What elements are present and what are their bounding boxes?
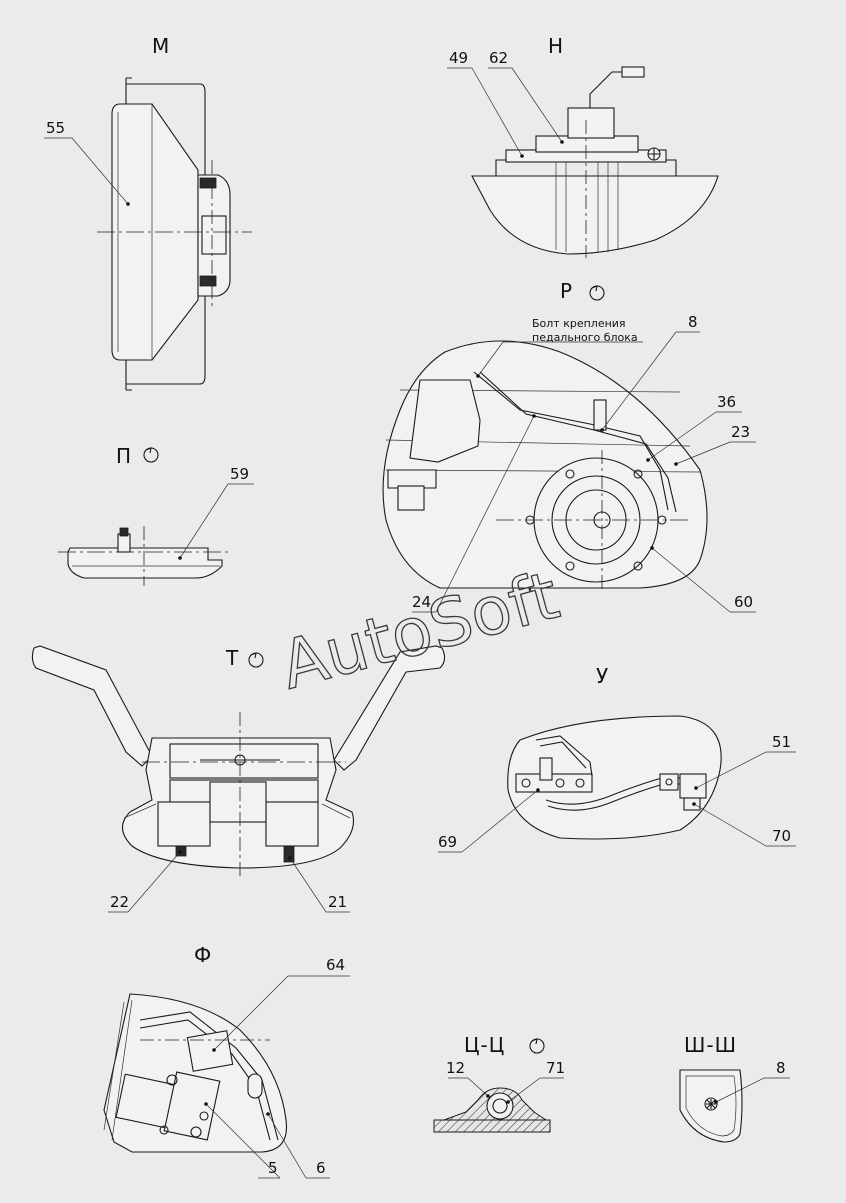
rotated-view-icon — [248, 652, 264, 668]
view-p-group: П 59 — [58, 444, 254, 586]
watermark-logo: AutoSoft — [273, 557, 567, 705]
callout-60: 60 — [734, 593, 753, 611]
view-m-group: М 55 — [44, 34, 252, 391]
callout-69: 69 — [438, 833, 457, 851]
callout-24: 24 — [412, 593, 431, 611]
view-label-f: Ф — [194, 943, 212, 967]
view-label-t: Т — [225, 646, 239, 670]
callout-55: 55 — [46, 119, 65, 137]
view-label-n: Н — [548, 34, 564, 58]
callout-12: 12 — [446, 1059, 465, 1077]
callout-64: 64 — [326, 956, 345, 974]
view-label-p: П — [116, 444, 132, 468]
note-bolt-line1: Болт крепления — [532, 317, 626, 330]
callout-62: 62 — [489, 49, 508, 67]
rotated-view-icon — [589, 285, 605, 301]
note-bolt-line2: педального блока — [532, 331, 638, 344]
view-r-group: Р Болт крепления педального блока — [382, 279, 756, 613]
callout-5: 5 — [268, 1159, 278, 1177]
callout-8-top: 8 — [688, 313, 698, 331]
view-f-group: Ф 64 5 6 — [103, 943, 350, 1179]
callout-36: 36 — [717, 393, 736, 411]
callout-49: 49 — [449, 49, 468, 67]
view-label-m: М — [152, 34, 170, 58]
view-t-group: Т 22 21 — [31, 645, 446, 913]
callout-51: 51 — [772, 733, 791, 751]
callout-8-bottom: 8 — [776, 1059, 786, 1077]
view-label-cc: Ц-Ц — [464, 1033, 505, 1057]
view-label-u: У — [596, 664, 609, 688]
callout-70: 70 — [772, 827, 791, 845]
callout-59: 59 — [230, 465, 249, 483]
section-shsh-group: Ш-Ш 8 — [679, 1033, 790, 1143]
callout-71: 71 — [546, 1059, 565, 1077]
rotated-view-icon — [143, 447, 159, 463]
view-n-group: Н 49 62 — [447, 34, 719, 258]
callout-23: 23 — [731, 423, 750, 441]
callout-21: 21 — [328, 893, 347, 911]
section-cc-group: Ц-Ц 12 71 — [433, 1033, 565, 1133]
rotated-view-icon — [529, 1038, 545, 1054]
view-u-group: У 51 70 69 — [438, 664, 796, 853]
callout-22: 22 — [110, 893, 129, 911]
callout-6: 6 — [316, 1159, 326, 1177]
view-label-shsh: Ш-Ш — [684, 1033, 737, 1057]
view-label-r: Р — [560, 279, 573, 303]
